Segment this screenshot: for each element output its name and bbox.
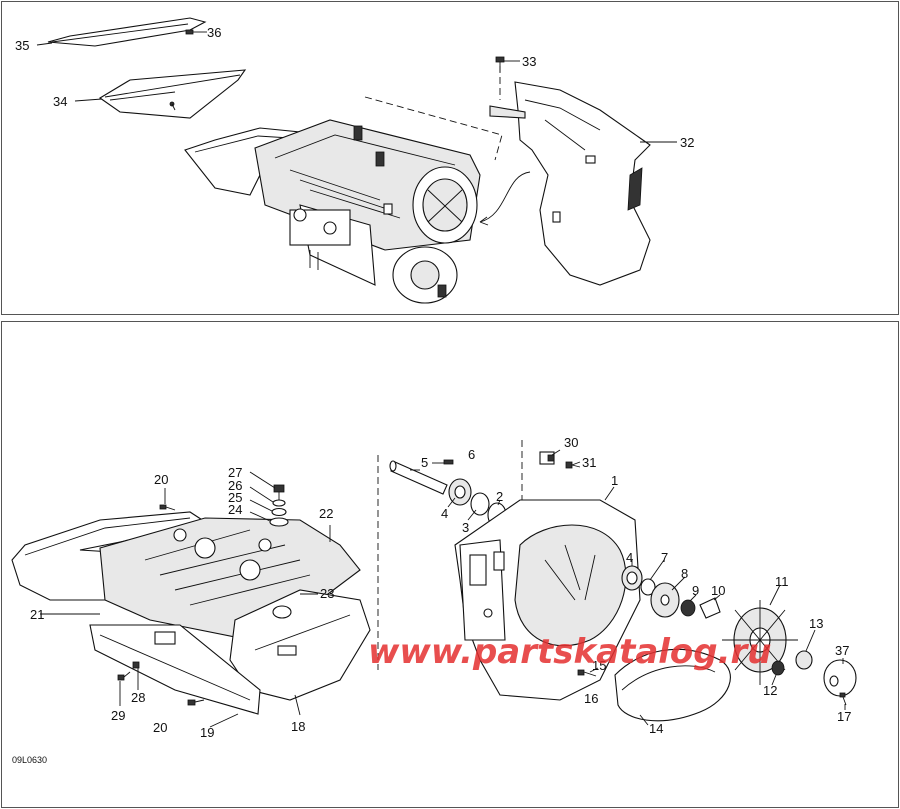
part-15-16-screw (577, 669, 597, 677)
callout-35: 35 (15, 38, 29, 53)
part-7-spacer (640, 578, 656, 596)
parts-24-27-stud-stack (269, 484, 289, 527)
part-17-screw (839, 692, 847, 706)
callout-37: 37 (835, 643, 849, 658)
part-6-key (443, 459, 454, 465)
part-34-shroud (98, 69, 247, 119)
part-13-washer (795, 650, 813, 670)
part-18-exhaust-cover (229, 589, 371, 701)
callout-22: 22 (319, 506, 333, 521)
part-19-bracket (89, 624, 261, 715)
callout-12: 12 (763, 683, 777, 698)
callout-20-bottom: 20 (153, 720, 167, 735)
part-3-washer (470, 492, 490, 516)
callout-23: 23 (320, 586, 334, 601)
part-29-screw (117, 671, 131, 681)
callout-14: 14 (649, 721, 663, 736)
part-20-screw-bottom (187, 699, 205, 706)
callout-32: 32 (680, 135, 694, 150)
watermark-text: www.partskatalog.ru (368, 632, 772, 672)
part-32-fan-cowl (489, 81, 651, 286)
callout-21: 21 (30, 607, 44, 622)
callout-31: 31 (582, 455, 596, 470)
callout-2: 2 (496, 489, 503, 504)
part-20-screw-top (159, 504, 176, 511)
part-37-cover-cap (823, 659, 857, 697)
callout-8: 8 (681, 566, 688, 581)
engine-assembly (184, 119, 481, 304)
part-9-nut (680, 599, 696, 617)
callout-6: 6 (468, 447, 475, 462)
bottom-panel-drawing (11, 440, 857, 728)
callout-36: 36 (207, 25, 221, 40)
part-5-shaft (389, 460, 448, 495)
callout-25: 25 (228, 490, 242, 505)
part-30-clip (539, 451, 555, 465)
callout-1: 1 (611, 473, 618, 488)
callout-7: 7 (661, 550, 668, 565)
callout-30: 30 (564, 435, 578, 450)
callout-4-rear: 4 (626, 550, 633, 565)
callout-13: 13 (809, 616, 823, 631)
top-panel-drawing (36, 17, 677, 304)
callout-9: 9 (692, 583, 699, 598)
callout-19: 19 (200, 725, 214, 740)
callout-28: 28 (131, 690, 145, 705)
callout-33: 33 (522, 54, 536, 69)
callout-20-top: 20 (154, 472, 168, 487)
callout-10: 10 (711, 583, 725, 598)
callout-26: 26 (228, 478, 242, 493)
callout-17: 17 (837, 709, 851, 724)
part-10-key-plate (699, 597, 721, 619)
callout-15: 15 (592, 658, 606, 673)
part-34-fastener (169, 101, 176, 111)
callout-27: 27 (228, 465, 242, 480)
callout-34: 34 (53, 94, 67, 109)
callout-24: 24 (228, 502, 242, 517)
reference-code: 09L0630 (12, 755, 47, 765)
part-1-fan-housing (454, 499, 641, 701)
part-36-screw (185, 29, 203, 35)
callout-5: 5 (421, 455, 428, 470)
callout-29: 29 (111, 708, 125, 723)
callout-4-top: 4 (441, 506, 448, 521)
callout-16: 16 (584, 691, 598, 706)
callout-11: 11 (775, 574, 789, 589)
part-12-nut (771, 660, 785, 676)
callout-18: 18 (291, 719, 305, 734)
part-33-bolt (495, 56, 505, 72)
part-11-fan-pulley (722, 600, 798, 685)
callout-3: 3 (462, 520, 469, 535)
